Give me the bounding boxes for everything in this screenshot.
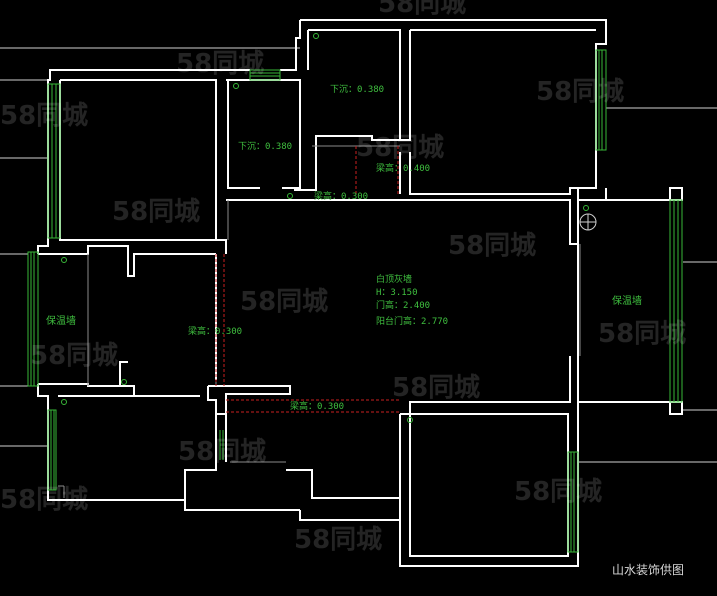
beams (215, 146, 400, 413)
door-height: 门高：2.400 (376, 299, 430, 311)
watermark: 58同城 (598, 319, 686, 349)
watermark: 58同城 (448, 231, 536, 261)
watermark: 58同城 (536, 77, 624, 107)
watermark: 58同城 (176, 49, 264, 79)
floor-drain-icon (121, 379, 127, 385)
watermark: 58同城 (0, 485, 88, 515)
interior-walls (38, 29, 683, 557)
watermark: 58同城 (294, 525, 382, 555)
insulation-wall-right: 保温墙 (612, 294, 642, 307)
watermark: 58同城 (378, 0, 466, 19)
floor-drain-icon (407, 417, 413, 423)
watermark: 58同城 (112, 197, 200, 227)
ceiling-height: H：3.150 (376, 288, 418, 298)
watermarks: 58同城 58同城 58同城 58同城 58同城 58同城 58同城 58同城 … (0, 0, 686, 555)
watermark: 58同城 (356, 133, 444, 163)
beam-label-bottom: 梁高：0.300 (290, 400, 344, 412)
beam-label-0-4: 梁高：0.400 (376, 162, 430, 174)
watermark: 58同城 (514, 477, 602, 507)
beam-label-top: 梁高：0.300 (314, 190, 368, 202)
windows (27, 49, 683, 553)
watermark: 58同城 (178, 437, 266, 467)
watermark: 58同城 (240, 287, 328, 317)
sink-label-top: 下沉：0.380 (330, 84, 384, 95)
floor-drain-icon (287, 193, 293, 199)
ceiling-title: 白顶灰墙 (376, 273, 412, 285)
image-credit: 山水装饰供图 (612, 563, 685, 577)
floor-drain-icon (61, 399, 67, 405)
plan-labels: 下沉：0.380 下沉：0.380 梁高：0.400 梁高：0.300 保温墙 … (46, 84, 642, 412)
floor-drain-icon (313, 33, 319, 39)
floor-drain-icon (233, 83, 239, 89)
watermark: 58同城 (30, 341, 118, 371)
watermark: 58同城 (0, 101, 88, 131)
insulation-wall-left: 保温墙 (46, 314, 76, 327)
floor-drain-icon (61, 257, 67, 263)
watermark: 58同城 (392, 373, 480, 403)
floor-drain-icon (583, 205, 589, 211)
beam-label-left: 梁高：0.300 (188, 325, 242, 337)
extension-lines (0, 47, 717, 463)
sink-label-left: 下沉：0.380 (238, 141, 292, 152)
balcony-door-height: 阳台门高：2.770 (376, 315, 448, 327)
water-heater-icon (579, 213, 597, 231)
fixtures (61, 33, 597, 423)
